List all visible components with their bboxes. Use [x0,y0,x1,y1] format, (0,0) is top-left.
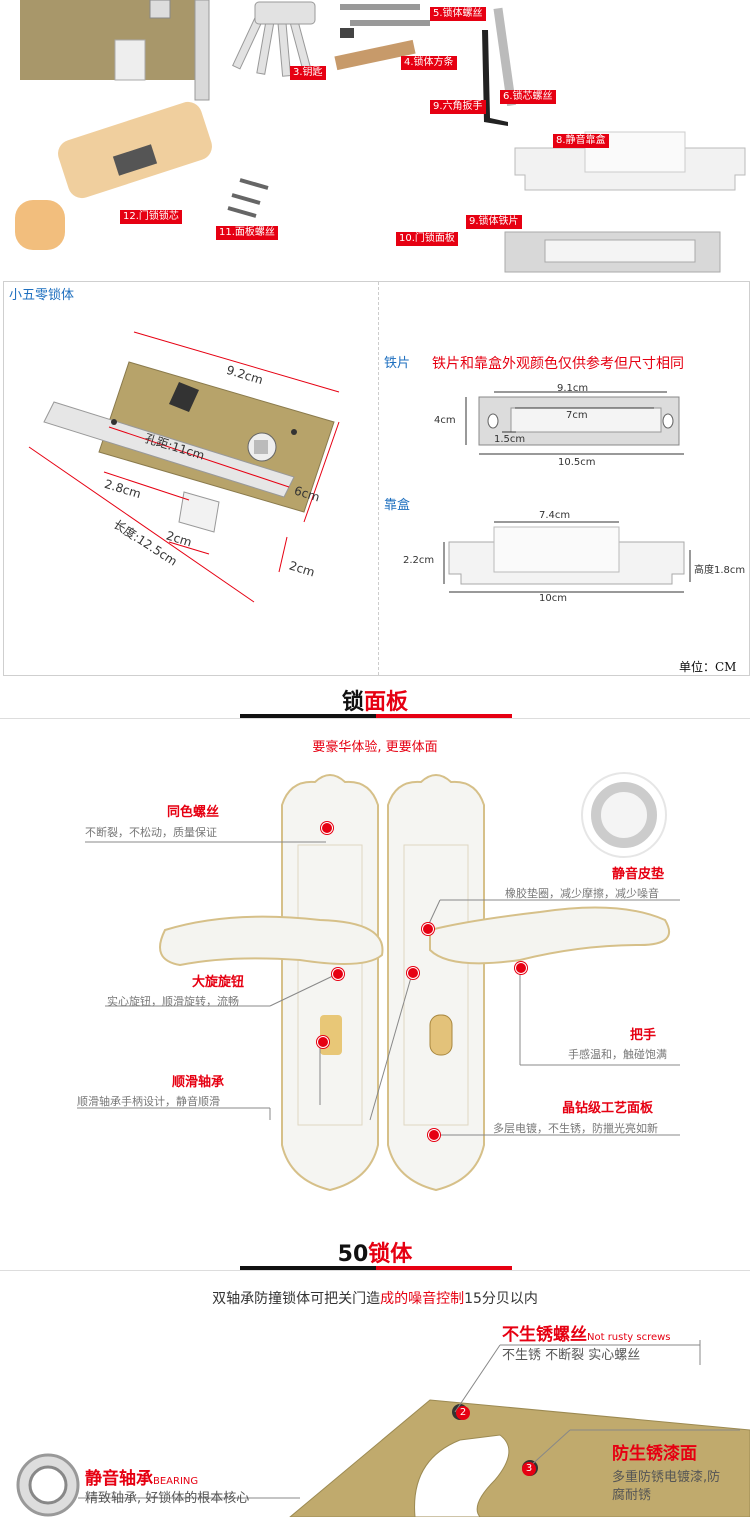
callout-num-2: 2 [456,1406,470,1420]
lock-body-shape [20,0,200,80]
callout-screw-title: 同色螺丝 [167,805,220,820]
plate-total-label: 10.5cm [558,457,596,468]
callout-silent-bearing: 静音轴承BEARING [85,1469,199,1489]
callout-dot-pad [422,923,434,935]
box-width-label: 7.4cm [539,510,571,521]
panel-subtitle: 要豪华体验, 更要体面 [312,740,438,755]
callout-plate-title: 晶钻级工艺面板 [562,1101,654,1116]
panel-title-bar-red [376,714,512,718]
strike-plate-heading: 铁片 [384,356,411,371]
callout-pad-title: 静音皮垫 [612,867,665,882]
dims-note: 铁片和靠盒外观颜色仅供参考但尺寸相同 [432,356,684,372]
callout-handle-sub: 手感温和，触碰饱满 [568,1048,667,1061]
part-label-panel-screw: 11.面板螺丝 [216,226,278,240]
body-title-bar-red [376,1266,512,1270]
dims-drawing [28,331,691,603]
callout-knob-sub: 实心旋钮，顺滑旋转，流畅 [107,995,239,1008]
callout-paint-sub2: 腐耐锈 [612,1488,652,1503]
callout-dot-bearing [317,1036,329,1048]
callout-body-screw-sub: 不生锈 不断裂 实心螺丝 [502,1348,641,1363]
parts-section: 5.锁体螺丝 3.钥匙 4.锁体方条 6.锁芯螺丝 9.六角扳手 8.静音靠盒 … [0,0,750,278]
door-panel-illustration [77,772,680,1192]
box-depth-label: 高度1.8cm [694,565,746,576]
dims-divider [378,282,379,675]
part-label-cylinder-screw: 6.锁芯螺丝 [500,90,556,104]
panel-rule [0,718,750,719]
callout-silent-bearing-sub: 精致轴承, 好锁体的根本核心 [85,1491,250,1506]
callout-plate-sub: 多层电镀，不生锈，防擸光亮如新 [493,1122,658,1135]
part-label-lock-screw: 5.锁体螺丝 [430,7,486,21]
part-label-key: 3.钥匙 [290,66,326,80]
body-title-bar-black [240,1266,376,1270]
callout-knob-title: 大旋旋钮 [192,975,245,990]
dims-panel-title: 小五零锁体 [9,288,75,303]
callout-num-3: 3 [522,1462,536,1476]
body-section-title: 50锁体 [337,1242,413,1267]
callout-pad-sub: 橡胶垫圈，减少摩擦，减少噪音 [505,887,659,900]
lock-body-illustration [16,1340,750,1517]
callout-bearing-title: 顺滑轴承 [172,1075,225,1090]
box-height-label: 2.2cm [403,555,435,566]
part-label-strike-plate: 9.锁体铁片 [466,215,522,229]
plate-w1-label: 9.1cm [557,383,589,394]
unit-label: 单位：CM [679,660,737,674]
part-label-cylinder: 12.门锁锁芯 [120,210,182,224]
plate-w2-label: 7cm [566,410,588,421]
part-label-square-bar: 4.锁体方条 [401,56,457,70]
dimensions-panel: 小五零锁体 [3,281,750,676]
panel-title-bar-black [240,714,376,718]
callout-dot-screw [321,822,333,834]
callout-bearing-sub: 顺滑轴承手柄设计，静音顺滑 [77,1095,220,1108]
plate-hole-label: 1.5cm [494,434,526,445]
callout-dot-body [407,967,419,979]
callout-paint-sub1: 多重防锈电镀漆,防 [612,1470,721,1485]
part-label-silent-box: 8.静音靠盒 [553,134,609,148]
body-subtitle: 双轴承防撞锁体可把关门造成的噪音控制15分贝以内 [212,1291,538,1307]
callout-screw-sub: 不断裂，不松动，质量保证 [85,826,217,839]
part-label-door-panel: 10.门锁面板 [396,232,458,246]
part-label-hex-wrench: 9.六角扳手 [430,100,486,114]
parts-illustration [15,0,746,273]
callout-dot-handle [515,962,527,974]
plate-height-label: 4cm [434,415,456,426]
callout-dot-knob [332,968,344,980]
box-heading: 靠盒 [384,498,411,513]
body-rule [0,1270,750,1271]
callout-handle-title: 把手 [630,1028,657,1043]
callout-dot-plate [428,1129,440,1141]
panel-section-title: 锁面板 [341,690,409,715]
box-total-label: 10cm [539,593,567,604]
callout-paint-title: 防生锈漆面 [612,1444,697,1464]
callout-body-screw: 不生锈螺丝Not rusty screws [502,1325,671,1345]
